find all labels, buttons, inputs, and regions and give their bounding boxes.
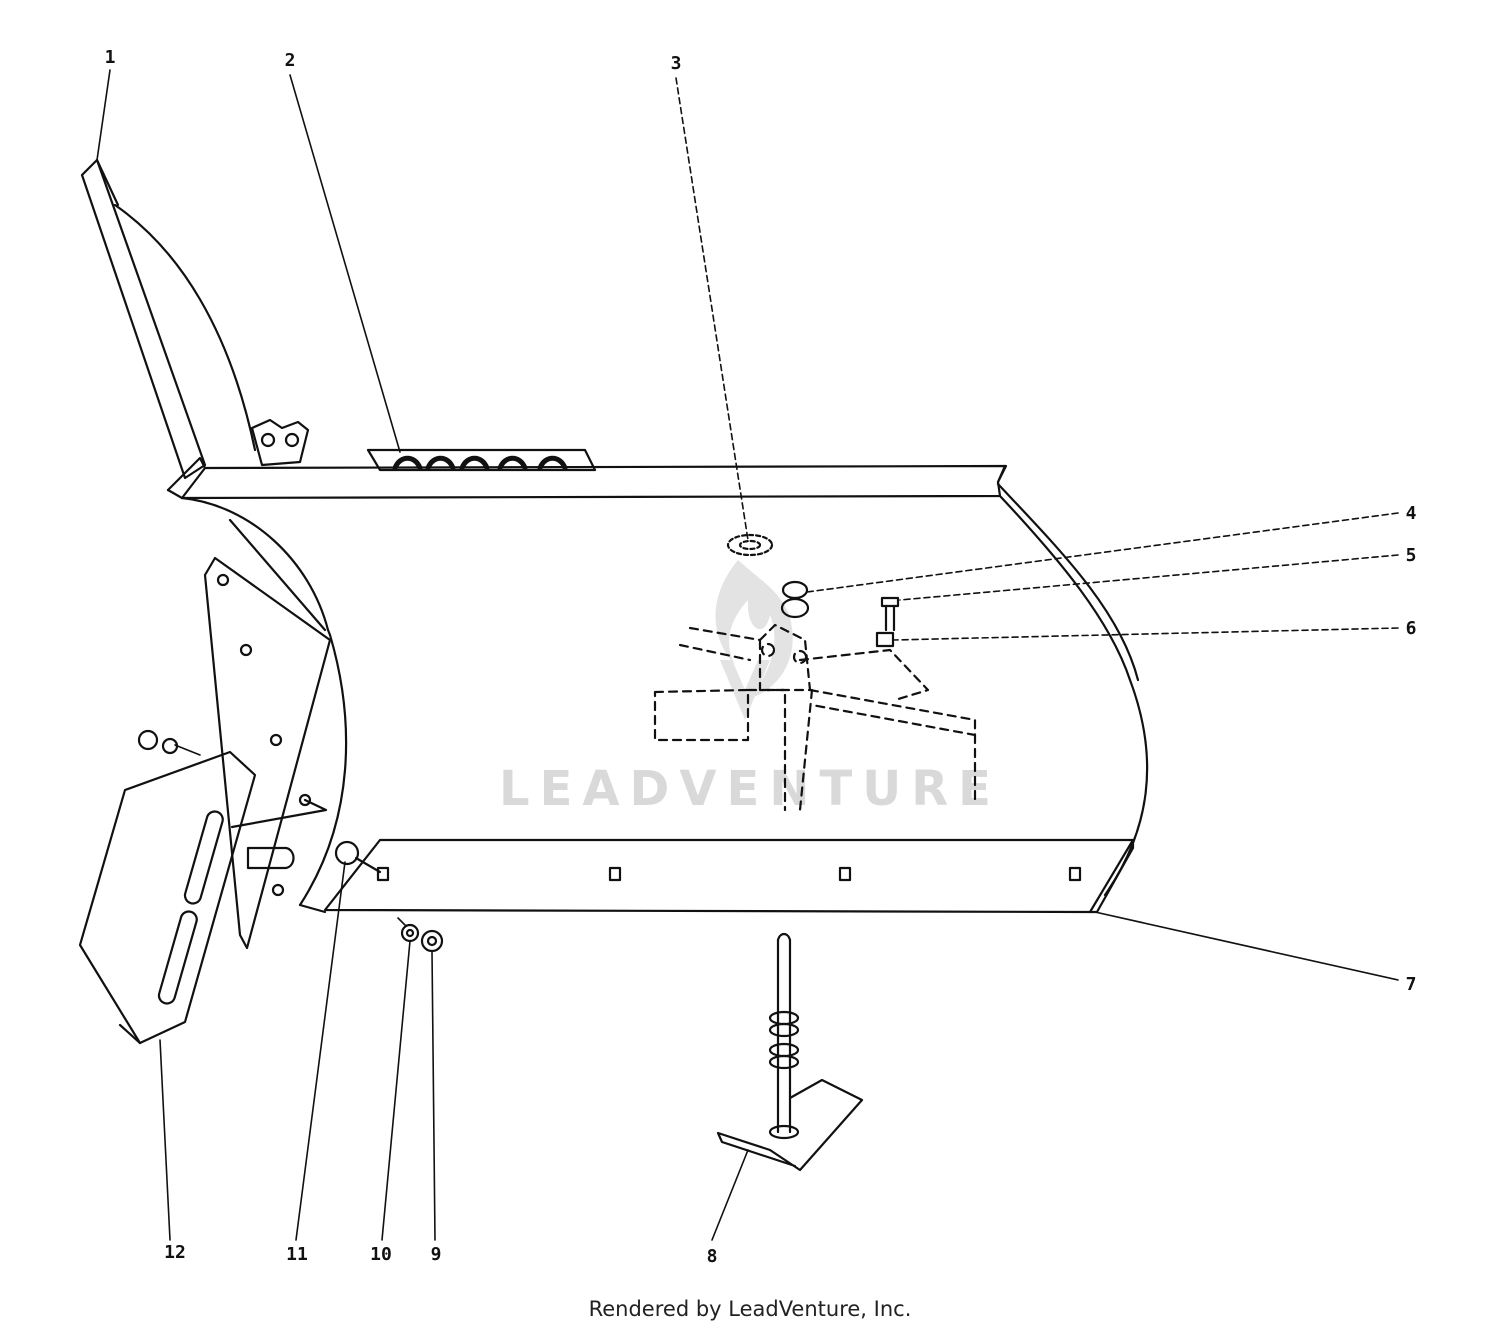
watermark-text: LEADVENTURE xyxy=(499,761,1001,817)
leader-5 xyxy=(899,554,1399,601)
leader-1 xyxy=(96,69,111,161)
leader-6 xyxy=(892,627,1399,641)
watermark: LEADVENTURE xyxy=(499,560,1001,817)
nut-part-6 xyxy=(875,631,895,648)
leader-7 xyxy=(1094,911,1399,981)
leader-4 xyxy=(806,512,1399,593)
hardware-part-3 xyxy=(726,533,774,557)
leader-10b xyxy=(397,917,407,927)
watermark-flame-icon xyxy=(715,560,793,720)
callout-2: 2 xyxy=(285,50,296,71)
bolt-part-5 xyxy=(880,596,900,632)
bolt-part-11 xyxy=(334,840,382,874)
callout-7: 7 xyxy=(1406,974,1417,995)
shoe-part-8 xyxy=(716,932,864,1172)
callout-6: 6 xyxy=(1406,618,1417,639)
callout-4: 4 xyxy=(1406,503,1417,524)
hinge-bracket xyxy=(250,418,310,467)
hardware-part-4 xyxy=(780,580,810,619)
leader-10 xyxy=(381,940,411,1241)
callout-3: 3 xyxy=(671,53,682,74)
leader-8 xyxy=(711,1149,749,1241)
skid-plate-part-12 xyxy=(78,729,295,1045)
leader-12b xyxy=(174,744,201,756)
leader-9 xyxy=(431,950,436,1241)
callout-8: 8 xyxy=(707,1246,718,1267)
washer-part-10 xyxy=(400,923,420,943)
side-panel-part-1 xyxy=(80,158,257,480)
nut-part-9 xyxy=(420,929,444,953)
callout-labels: 1 2 3 4 5 6 7 8 9 10 11 12 xyxy=(105,47,1417,1267)
leader-11 xyxy=(295,861,346,1241)
leader-12 xyxy=(159,1039,171,1241)
footer-credit: Rendered by LeadVenture, Inc. xyxy=(588,1297,912,1321)
a-frame-mount xyxy=(653,623,977,812)
decal-part-2 xyxy=(366,448,597,472)
callout-1: 1 xyxy=(105,47,116,68)
callout-5: 5 xyxy=(1406,545,1417,566)
blade-body xyxy=(166,456,1149,914)
leader-3 xyxy=(675,77,749,541)
callout-12: 12 xyxy=(164,1242,186,1263)
cutting-edge-part-7 xyxy=(323,838,1135,914)
callout-11: 11 xyxy=(286,1244,308,1265)
end-plate xyxy=(203,556,332,950)
callout-9: 9 xyxy=(431,1244,442,1265)
leader-2 xyxy=(289,74,401,453)
leader-lines xyxy=(96,69,1399,1241)
callout-10: 10 xyxy=(370,1244,392,1265)
